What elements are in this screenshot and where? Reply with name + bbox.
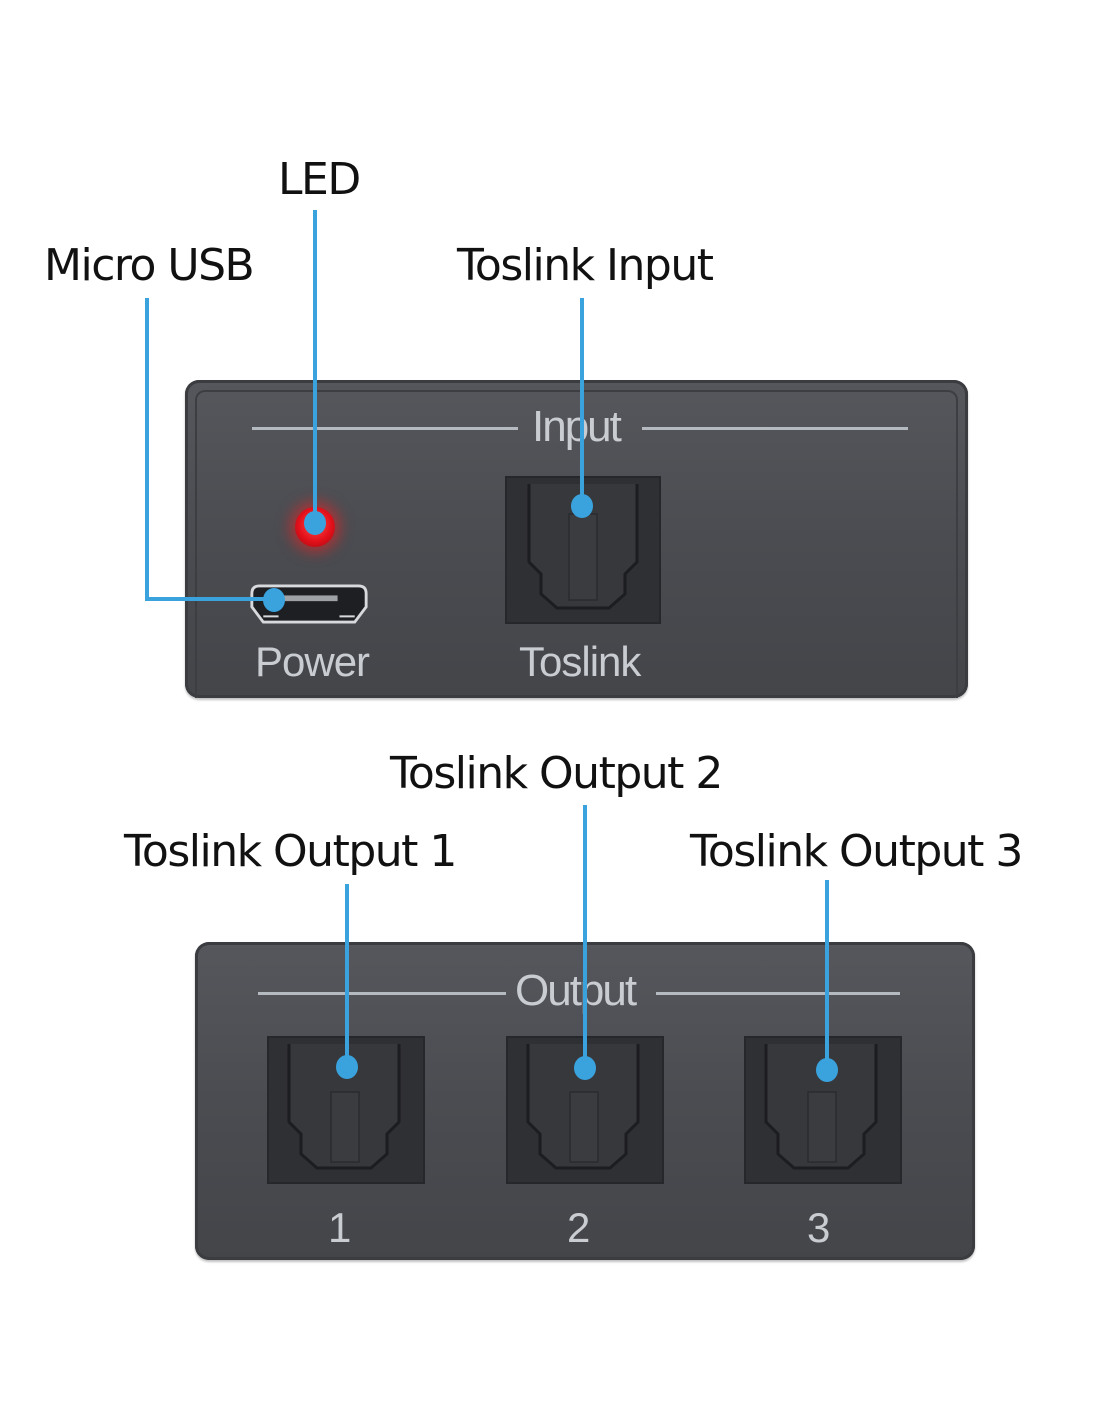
input-panel-title: Input [532, 402, 622, 451]
input-panel: Input Power Toslink [185, 380, 968, 698]
leader-line-micro-usb-horizontal [145, 597, 273, 601]
leader-line-led [313, 210, 317, 522]
leader-line-toslink-output-3 [825, 880, 829, 1070]
panel-bevel [195, 390, 958, 698]
leader-dot-toslink-output-3 [816, 1058, 838, 1082]
callout-micro-usb: Micro USB [44, 240, 255, 291]
callout-toslink-output-1: Toslink Output 1 [124, 826, 457, 877]
leader-line-toslink-input [580, 298, 584, 504]
leader-dot-toslink-input [571, 494, 593, 518]
toslink-output-port-2 [506, 1036, 664, 1184]
leader-dot-micro-usb [263, 588, 285, 612]
leader-line-toslink-output-1 [345, 884, 349, 1066]
leader-line-toslink-output-2 [583, 805, 587, 1067]
power-label: Power [255, 638, 370, 685]
callout-toslink-output-3: Toslink Output 3 [690, 826, 1023, 877]
toslink-input-label: Toslink [519, 638, 641, 685]
output-port-label-3: 3 [807, 1204, 830, 1251]
leader-line-micro-usb-vertical [145, 298, 149, 601]
output-rule-right [656, 992, 900, 995]
output-port-label-2: 2 [567, 1204, 590, 1251]
leader-dot-toslink-output-1 [336, 1055, 358, 1079]
callout-toslink-input: Toslink Input [457, 240, 714, 291]
output-panel-title: Output [515, 966, 637, 1015]
leader-dot-led [304, 511, 326, 535]
output-port-label-1: 1 [328, 1204, 351, 1251]
input-rule-right [642, 427, 908, 430]
leader-dot-toslink-output-2 [574, 1056, 596, 1080]
callout-led: LED [278, 154, 361, 205]
callout-toslink-output-2: Toslink Output 2 [390, 748, 723, 799]
input-rule-left [252, 427, 518, 430]
output-rule-left [258, 992, 506, 995]
